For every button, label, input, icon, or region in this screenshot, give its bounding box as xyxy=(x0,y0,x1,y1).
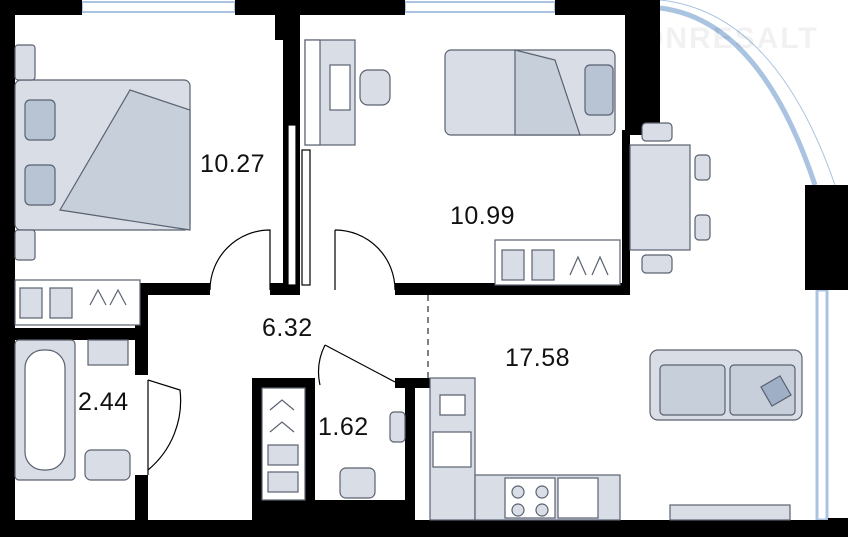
area-label-bedroom-1: 10.27 xyxy=(200,150,266,178)
wardrobe-1 xyxy=(14,279,141,326)
nightstand xyxy=(14,44,36,81)
furniture xyxy=(14,39,803,521)
watermark: ONRESALT xyxy=(640,22,819,55)
refrigerator xyxy=(557,477,599,519)
toilet-sink xyxy=(389,411,406,443)
dining-table xyxy=(629,122,711,274)
wardrobe-2 xyxy=(494,239,621,286)
nightstand xyxy=(14,229,36,261)
doors xyxy=(147,124,396,475)
storage-closet xyxy=(261,387,306,501)
bathroom-sink xyxy=(84,449,131,481)
area-label-hallway: 6.32 xyxy=(262,314,313,342)
area-label-bathroom: 2.44 xyxy=(78,388,129,416)
bed-2 xyxy=(444,49,616,136)
bathtub xyxy=(14,339,76,481)
sofa xyxy=(649,349,803,421)
windows xyxy=(81,0,836,522)
desk xyxy=(304,39,391,146)
area-label-toilet: 1.62 xyxy=(318,413,369,441)
toilet xyxy=(339,467,376,499)
washing-machine xyxy=(87,339,129,366)
area-label-bedroom-2: 10.99 xyxy=(450,202,516,230)
area-label-living-kitchen: 17.58 xyxy=(505,344,571,372)
bed-1 xyxy=(14,79,191,231)
tv-stand xyxy=(669,504,791,521)
